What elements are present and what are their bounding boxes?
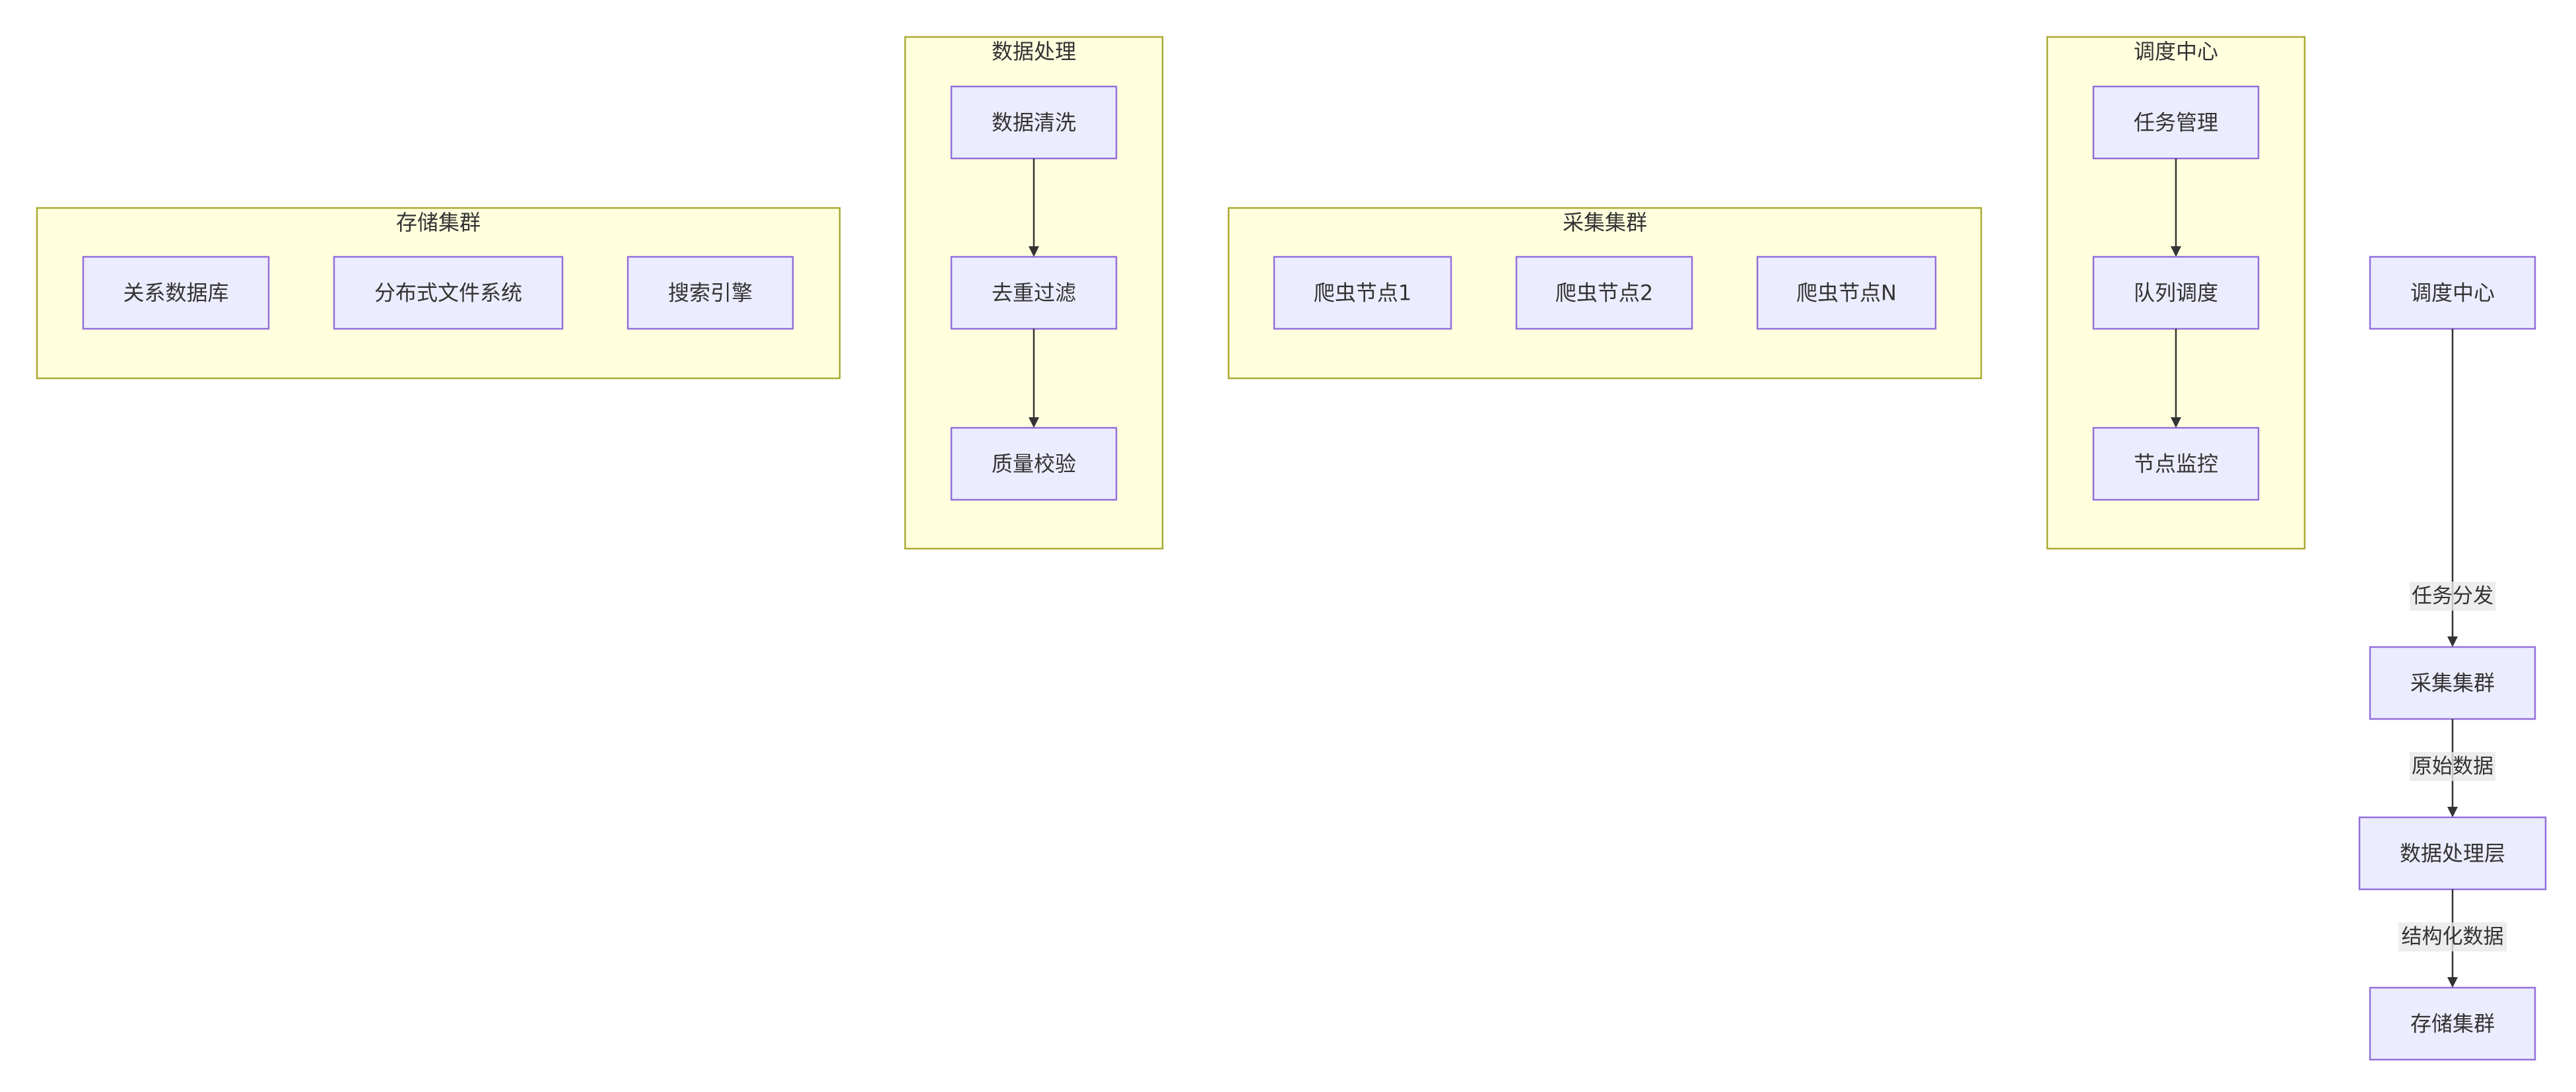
flow-node-scheduler-label: 调度中心 — [2410, 281, 2495, 306]
edge-queue-to-monitor-arrow — [2171, 417, 2181, 428]
cluster-processing-title: 数据处理 — [992, 39, 1076, 64]
node-crawler-1-box — [1273, 256, 1452, 330]
node-search-engine[interactable]: 搜索引擎 — [627, 256, 794, 330]
cluster-storage: 存储集群 关系数据库 分布式文件系统 搜索引擎 — [36, 207, 841, 380]
edge-structured-data: 结构化数据 — [2398, 889, 2507, 988]
cluster-collection: 采集集群 爬虫节点1 爬虫节点2 爬虫节点N — [1227, 207, 1983, 380]
edge-raw-data-arrow — [2447, 807, 2458, 817]
node-data-cleaning[interactable]: 数据清洗 — [950, 85, 1118, 160]
edge-cleaning-to-dedup — [1029, 158, 1039, 257]
cluster-processing: 数据处理 数据清洗 去重过滤 质量校验 — [904, 36, 1164, 550]
flow-node-collection-label: 采集集群 — [2410, 671, 2495, 696]
node-relational-db-box — [82, 256, 270, 330]
node-search-engine-box — [627, 256, 794, 330]
main-flow: 调度中心 采集集群 数据处理层 存储集群 任务分发 原始数据 — [2358, 256, 2547, 1061]
node-distributed-fs-box — [333, 256, 564, 330]
flow-node-scheduler-box — [2369, 256, 2536, 330]
flow-node-processing[interactable]: 数据处理层 — [2358, 816, 2547, 891]
node-data-cleaning-label: 数据清洗 — [992, 110, 1076, 135]
edge-queue-to-monitor — [2171, 329, 2181, 428]
edge-structured-data-label-bg — [2398, 922, 2507, 951]
edge-task-to-queue-arrow — [2171, 246, 2181, 257]
edge-raw-data: 原始数据 — [2410, 719, 2495, 817]
flow-node-processing-label: 数据处理层 — [2400, 841, 2505, 866]
node-queue-scheduling[interactable]: 队列调度 — [2092, 256, 2260, 330]
node-quality-check-label: 质量校验 — [992, 452, 1076, 477]
node-node-monitoring-box — [2092, 427, 2260, 501]
edge-task-to-queue — [2171, 158, 2181, 257]
flow-node-collection[interactable]: 采集集群 — [2369, 646, 2536, 720]
node-quality-check-box — [950, 427, 1118, 501]
node-queue-scheduling-label: 队列调度 — [2134, 281, 2218, 306]
node-quality-check[interactable]: 质量校验 — [950, 427, 1118, 501]
edge-structured-data-arrow — [2447, 977, 2458, 988]
node-dedup-filter[interactable]: 去重过滤 — [950, 256, 1118, 330]
node-relational-db[interactable]: 关系数据库 — [82, 256, 270, 330]
node-crawler-2[interactable]: 爬虫节点2 — [1515, 256, 1693, 330]
edge-task-dispatch-label: 任务分发 — [2412, 584, 2493, 608]
node-task-management-label: 任务管理 — [2134, 110, 2218, 135]
node-crawler-2-box — [1515, 256, 1693, 330]
edge-task-dispatch-arrow — [2447, 636, 2458, 647]
node-distributed-fs-label: 分布式文件系统 — [374, 281, 522, 306]
edge-dedup-to-quality — [1029, 329, 1039, 428]
cluster-scheduler: 调度中心 任务管理 队列调度 节点监控 — [2046, 36, 2306, 550]
node-dedup-filter-label: 去重过滤 — [992, 281, 1076, 306]
node-relational-db-label: 关系数据库 — [123, 281, 228, 306]
cluster-storage-title: 存储集群 — [396, 210, 481, 235]
edge-raw-data-label: 原始数据 — [2412, 755, 2493, 778]
flow-node-storage-box — [2369, 986, 2536, 1061]
cluster-collection-title: 采集集群 — [1563, 210, 1647, 235]
node-data-cleaning-box — [950, 85, 1118, 160]
node-node-monitoring-label: 节点监控 — [2134, 452, 2218, 477]
flow-node-scheduler[interactable]: 调度中心 — [2369, 256, 2536, 330]
node-node-monitoring[interactable]: 节点监控 — [2092, 427, 2260, 501]
cluster-scheduler-title: 调度中心 — [2134, 39, 2218, 64]
node-queue-scheduling-box — [2092, 256, 2260, 330]
node-crawler-1[interactable]: 爬虫节点1 — [1273, 256, 1452, 330]
edge-raw-data-label-bg — [2410, 752, 2495, 781]
flow-node-storage[interactable]: 存储集群 — [2369, 986, 2536, 1061]
flow-node-processing-box — [2358, 816, 2547, 891]
node-crawler-n[interactable]: 爬虫节点N — [1756, 256, 1937, 330]
node-crawler-n-label: 爬虫节点N — [1796, 281, 1897, 306]
flow-node-collection-box — [2369, 646, 2536, 720]
edge-structured-data-label: 结构化数据 — [2402, 925, 2504, 949]
node-crawler-1-label: 爬虫节点1 — [1314, 281, 1411, 306]
node-distributed-fs[interactable]: 分布式文件系统 — [333, 256, 564, 330]
node-crawler-2-label: 爬虫节点2 — [1555, 281, 1653, 306]
edge-task-dispatch: 任务分发 — [2410, 329, 2495, 647]
edge-dedup-to-quality-arrow — [1029, 417, 1039, 428]
node-search-engine-label: 搜索引擎 — [668, 281, 753, 306]
node-task-management-box — [2092, 85, 2260, 160]
node-task-management[interactable]: 任务管理 — [2092, 85, 2260, 160]
flow-node-storage-label: 存储集群 — [2410, 1011, 2495, 1037]
edge-cleaning-to-dedup-arrow — [1029, 246, 1039, 257]
node-crawler-n-box — [1756, 256, 1937, 330]
edge-task-dispatch-label-bg — [2410, 582, 2495, 611]
